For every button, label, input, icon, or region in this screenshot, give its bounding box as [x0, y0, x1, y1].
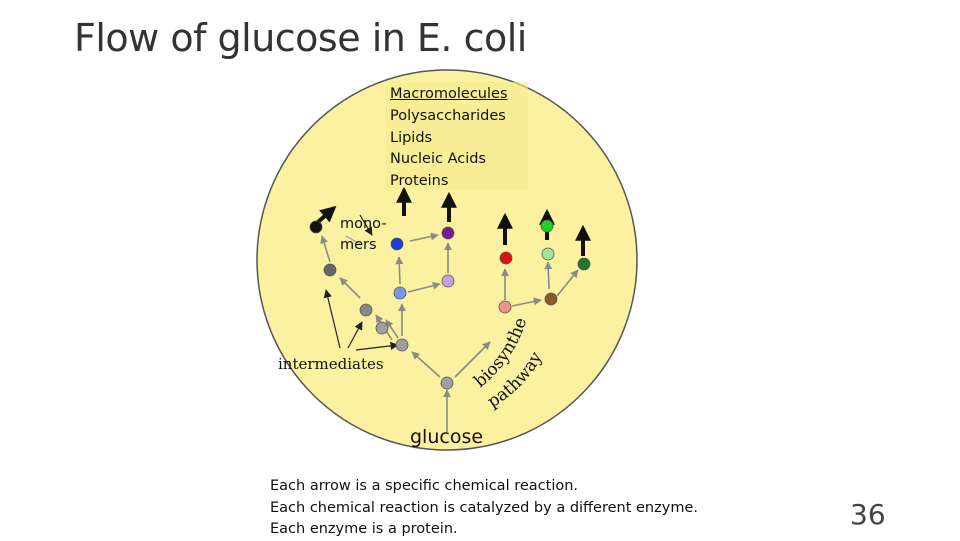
monomers-label: mono- mers — [340, 214, 387, 256]
monomers-pointer — [345, 235, 361, 245]
monomers-line1: mono- — [340, 216, 387, 232]
macromolecule-item: Polysaccharides — [390, 107, 506, 124]
macromolecule-item: Proteins — [390, 173, 449, 190]
glucose-node — [440, 376, 454, 390]
macromolecule-item: Nucleic Acids — [390, 151, 486, 168]
macromolecules-list: Macromolecules Polysaccharides Lipids Nu… — [390, 84, 508, 193]
note-line: Each arrow is a specific chemical reacti… — [270, 478, 579, 494]
glucose-label: glucose — [410, 426, 484, 448]
note-line: Each enzyme is a protein. — [270, 521, 458, 537]
macromolecules-header: Macromolecules — [390, 86, 508, 102]
intermediates-pointers — [323, 214, 399, 351]
reaction-arrows — [320, 232, 579, 432]
monomers-line2: mers — [340, 237, 377, 253]
notes: Each arrow is a specific chemical reacti… — [270, 476, 698, 541]
intermediates-label: intermediates — [278, 355, 384, 373]
cell-circle — [256, 69, 638, 451]
note-line: Each chemical reaction is catalyzed by a… — [270, 499, 698, 516]
page-number: 36 — [850, 498, 886, 531]
macromolecule-item: Lipids — [390, 129, 433, 146]
macromolecule-box — [386, 82, 528, 190]
slide-title: Flow of glucose in E. coli — [74, 16, 527, 60]
metabolite-nodes — [309, 219, 591, 390]
